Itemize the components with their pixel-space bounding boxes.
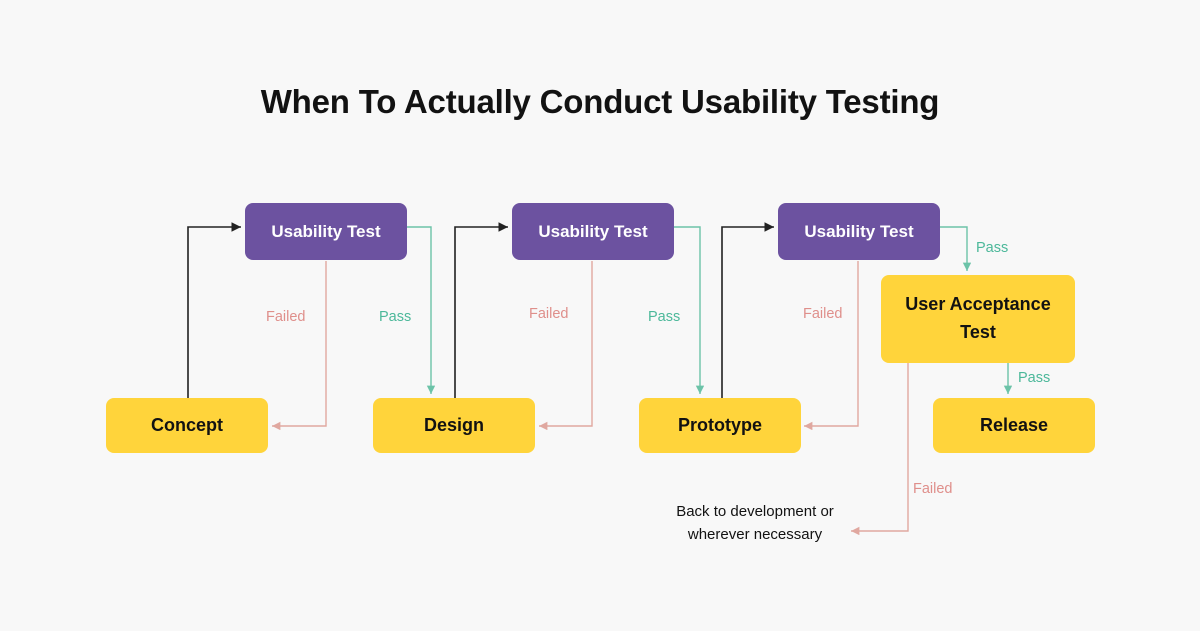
node-release[interactable]: Release [933, 398, 1095, 453]
node-usability-test-2[interactable]: Usability Test [512, 203, 674, 260]
edge-label-pass-4: Pass [1018, 370, 1051, 386]
edge-label-failed-4: Failed [913, 481, 953, 497]
node-label: Prototype [677, 415, 762, 435]
edge-concept-to-ut1 [187, 222, 241, 398]
edge-ut2-failed-to-design [539, 261, 593, 431]
node-label: Design [423, 415, 484, 435]
node-usability-test-3[interactable]: Usability Test [778, 203, 940, 260]
node-usability-test-1[interactable]: Usability Test [245, 203, 407, 260]
node-concept[interactable]: Concept [106, 398, 268, 453]
node-label: Concept [151, 415, 223, 435]
page-title: When To Actually Conduct Usability Testi… [260, 83, 940, 120]
node-label: Release [979, 415, 1049, 435]
note-back-to-development: Back to development or wherever necessar… [676, 503, 834, 544]
edge-prototype-to-ut3 [721, 222, 774, 398]
edge-label-failed-3: Failed [803, 306, 843, 322]
node-prototype[interactable]: Prototype [639, 398, 801, 453]
edge-ut3-pass-to-uat [940, 226, 972, 271]
edge-label-failed-1: Failed [266, 309, 306, 325]
edge-label-pass-1: Pass [379, 309, 412, 325]
edge-label-failed-2: Failed [529, 306, 569, 322]
node-design[interactable]: Design [373, 398, 535, 453]
edge-ut3-failed-to-prototype [804, 261, 859, 431]
node-label: Usability Test [804, 221, 914, 241]
edge-ut1-failed-to-concept [272, 261, 327, 431]
node-label: Usability Test [271, 221, 381, 241]
edge-label-pass-2: Pass [648, 309, 681, 325]
edge-design-to-ut2 [454, 222, 508, 398]
node-label: Usability Test [538, 221, 648, 241]
edge-label-pass-3: Pass [976, 240, 1009, 256]
node-label: User Acceptance Test [905, 294, 1051, 342]
node-user-acceptance-test[interactable]: User Acceptance Test [881, 275, 1075, 363]
